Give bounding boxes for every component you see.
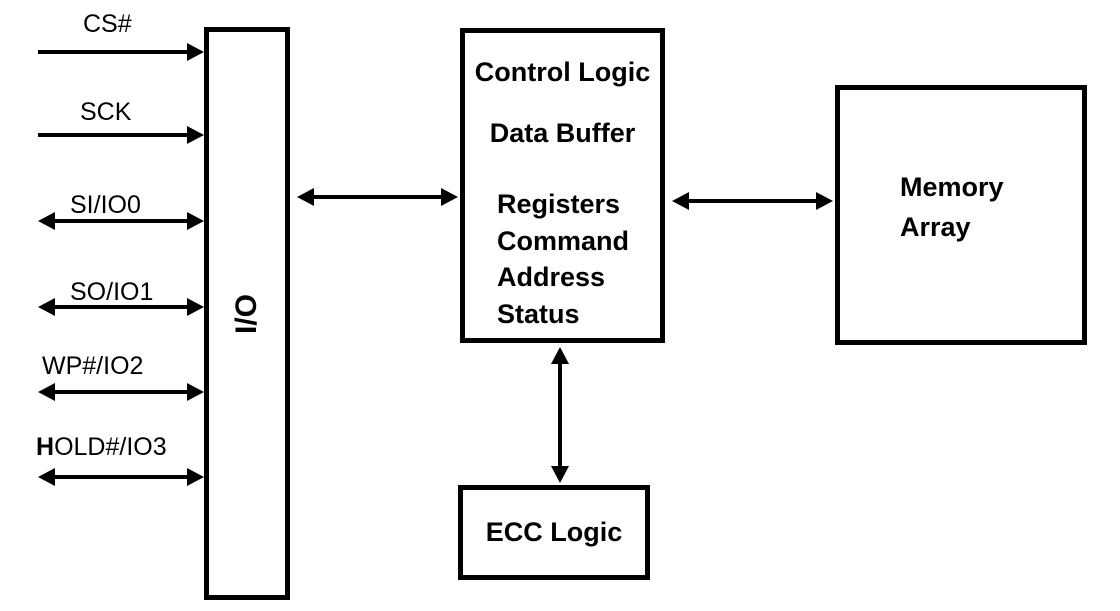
- si-io0-signal-arrow: [38, 212, 204, 230]
- status-label: Status: [497, 298, 580, 329]
- so-io1-signal-arrow: [38, 298, 204, 316]
- signal-label-so-io1: SO/IO1: [70, 278, 154, 306]
- control-to-ecc-arrow: [551, 347, 569, 483]
- io-to-control-arrow: [297, 188, 458, 206]
- signal-label-hold-io3-rest: OLD#/IO3: [54, 433, 167, 461]
- sck-signal-arrow: [38, 126, 204, 144]
- control-logic-block: Control Logic Data Buffer Registers Comm…: [460, 28, 665, 343]
- cs-signal-arrow: [38, 43, 204, 61]
- signal-label-cs: CS#: [83, 10, 132, 38]
- command-label: Command: [497, 225, 630, 256]
- signal-label-wp-io2: WP#/IO2: [42, 352, 144, 380]
- signal-label-si-io0: SI/IO0: [70, 191, 141, 219]
- data-buffer-label: Data Buffer: [489, 118, 636, 148]
- address-label: Address: [497, 262, 606, 292]
- io-block: I/O: [204, 27, 290, 600]
- control-to-memory-arrow: [672, 192, 833, 210]
- signal-label-hold-io3-prefix: H: [36, 433, 55, 461]
- wp-io2-signal-arrow: [38, 383, 204, 401]
- signal-label-sck: SCK: [80, 98, 132, 126]
- signal-label-hold-io3: HOLD#/IO3: [36, 434, 167, 460]
- io-block-label: I/O: [230, 293, 263, 334]
- ecc-logic-label: ECC Logic: [485, 517, 623, 547]
- ecc-logic-block: ECC Logic: [458, 485, 650, 580]
- memory-array-block: Memory Array: [835, 85, 1087, 345]
- control-logic-items: Registers Command Address Status: [465, 186, 660, 332]
- memory-array-label: Memory Array: [900, 172, 1004, 242]
- registers-label: Registers: [497, 189, 621, 219]
- hold-io3-signal-arrow: [38, 468, 204, 486]
- control-logic-title: Control Logic: [474, 57, 651, 87]
